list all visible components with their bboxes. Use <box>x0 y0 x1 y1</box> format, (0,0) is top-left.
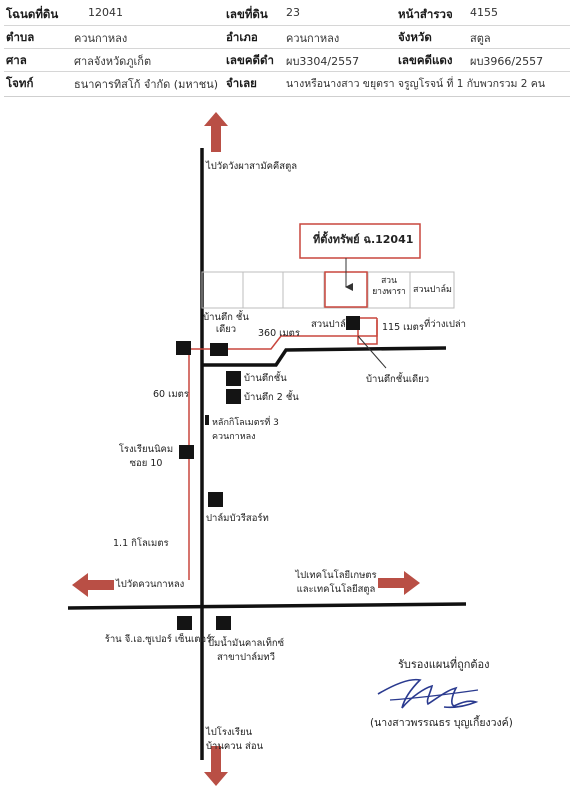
header-row-2: ตำบล ควนกาหลง อำเภอ ควนกาหลง จังหวัด สตู… <box>4 25 570 49</box>
plaintiff-label: โจทก์ <box>6 76 34 90</box>
house-single-top-label: บ้านตึก ชั้นเดียว <box>203 312 249 335</box>
court-value: ศาลจังหวัดภูเก็ต <box>74 55 152 68</box>
court-label: ศาล <box>6 53 27 67</box>
property-callout-box <box>299 223 421 259</box>
east-arrow-icon <box>378 571 420 595</box>
plaintiff-value: ธนาคารทิสโก้ จำกัด (มหาชน) <box>74 78 219 91</box>
house-single-right-label: บ้านตึกชั้นเดียว <box>366 374 430 385</box>
defendant-value: นางหรือนางสาว ขยุตรา จรูญโรจน์ ที่ 1 กับ… <box>286 78 546 90</box>
palm-garden-label: สวนปาล์ม <box>311 319 353 330</box>
house-single-top-marker <box>210 343 228 356</box>
red-case-value: ผบ3966/2557 <box>470 55 544 68</box>
rubber-garden-label: สวน ยางพารา <box>372 276 406 297</box>
north-arrow-icon <box>204 112 228 152</box>
survey-page-value: 4155 <box>470 6 498 19</box>
district-value: ควนกาหลง <box>286 32 340 45</box>
side-road <box>202 346 447 367</box>
south-road-label: ไปโรงเรียนบ้านควน ส่อน <box>206 727 264 752</box>
school-label: โรงเรียนนิคม ซอย 10 <box>118 444 174 469</box>
resort-marker <box>208 492 223 507</box>
black-case-label: เลขคดีดำ <box>226 53 274 67</box>
house-two-label: บ้านตึก 2 ชั้น <box>244 392 299 403</box>
header-row-4: โจทก์ ธนาคารทิสโก้ จำกัด (มหาชน) จำเลย น… <box>4 71 570 94</box>
km-post-label: หลักกิโลเมตรที่ 3 ควนกาหลง <box>212 418 279 442</box>
signature-scribble <box>377 678 479 709</box>
black-case-value: ผบ3304/2557 <box>286 55 360 68</box>
school-marker <box>179 445 194 459</box>
store-label: ร้าน จี.เอ.ซูเปอร์ เซ็นเตอร์ <box>104 634 212 645</box>
deed-value: 12041 <box>88 6 123 19</box>
province-value: สตูล <box>470 32 491 45</box>
property-building-marker <box>346 316 360 330</box>
red-case-label: เลขคดีแดง <box>398 53 453 67</box>
empty-land-label: ที่ว่างเปล่า <box>424 319 467 330</box>
house-one-label: บ้านตึกชั้น <box>244 373 287 384</box>
district-label: อำเภอ <box>226 30 258 44</box>
signer-name: (นางสาวพรรณธร บุญเกี้ยงวงค์) <box>370 717 513 729</box>
resort-label: ปาล์มบัวรีสอร์ท <box>206 513 269 524</box>
house-pointer <box>357 335 387 369</box>
land-number-value: 23 <box>286 6 300 19</box>
west-road-label: ไปวัดควนกาหลง <box>116 579 185 590</box>
house-two-marker <box>226 389 241 404</box>
route-loop <box>357 317 378 345</box>
subdistrict-label: ตำบล <box>6 30 35 44</box>
store-marker <box>177 616 192 630</box>
subdistrict-value: ควนกาหลง <box>74 32 128 45</box>
north-road-label: ไปวัดวังผาสามัคคีสตูล <box>206 161 298 172</box>
header-row-3: ศาล ศาลจังหวัดภูเก็ต เลขคดีดำ ผบ3304/255… <box>4 48 570 72</box>
east-road-label: ไปเทคโนโลยีเกษตร และเทคโนโลยีสตูล <box>295 570 377 595</box>
property-label: ที่ตั้งทรัพย์ ฉ.12041 <box>313 233 414 246</box>
distance-115-label: 115 เมตร <box>382 322 424 333</box>
roadside-building-marker <box>176 341 191 355</box>
gas-station-marker <box>216 616 231 630</box>
province-label: จังหวัด <box>398 30 432 44</box>
defendant-label: จำเลย <box>226 76 257 90</box>
east-west-road <box>67 602 467 610</box>
west-arrow-icon <box>72 573 114 597</box>
palm-garden-right-label: สวนปาล์ม <box>413 285 452 295</box>
gas-station-label: ปั๊มน้ำมันคาลเท็กซ์ สาขาปาล์มทวี <box>207 638 285 663</box>
certify-text: รับรองแผนที่ถูกต้อง <box>398 658 490 671</box>
distance-360-label: 360 เมตร <box>258 328 300 339</box>
distance-11km-label: 1.1 กิโลเมตร <box>113 538 169 549</box>
south-arrow-icon <box>204 746 228 786</box>
house-one-marker <box>226 371 241 386</box>
survey-page-label: หน้าสำรวจ <box>398 7 453 21</box>
header-row-1: โฉนดที่ดิน 12041 เลขที่ดิน 23 หน้าสำรวจ … <box>4 2 570 26</box>
route-line <box>188 320 378 580</box>
distance-60-label: 60 เมตร <box>153 389 189 400</box>
land-number-label: เลขที่ดิน <box>226 7 268 21</box>
signature-underline <box>389 689 479 701</box>
km-post-marker <box>205 415 209 425</box>
deed-label: โฉนดที่ดิน <box>6 7 59 21</box>
header-table: โฉนดที่ดิน 12041 เลขที่ดิน 23 หน้าสำรวจ … <box>4 2 570 97</box>
